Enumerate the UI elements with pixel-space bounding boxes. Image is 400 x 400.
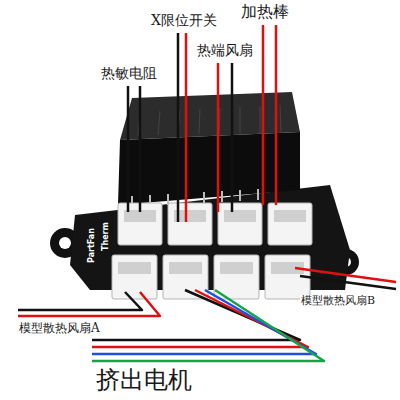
wire-label: 热端风扇 [196,42,254,58]
wire-black [92,290,300,340]
jst-slot [220,262,253,274]
wire-label: 热敏电阻 [100,65,158,81]
jst-connector [168,203,212,245]
jst-connector [112,255,157,299]
wire-black [139,86,142,212]
pin [257,189,259,200]
jst-slot [118,262,151,274]
wire-red [18,292,160,316]
wire-red [92,290,308,347]
header-rib [158,111,160,135]
pin [221,191,223,202]
wire-black [18,292,142,310]
wire-red [275,25,278,205]
wire-label: 模型散热风扇B [300,295,376,308]
jst-slot [169,262,202,274]
wire-red [262,25,265,205]
wire-red [295,268,396,282]
header-ribs [138,105,281,136]
jst-connector [268,203,312,245]
connector-slots-bottom [118,262,304,274]
header-rib [280,105,281,132]
wire-label: 加热棒 [240,3,290,21]
wires [18,25,396,361]
header-front [118,132,300,205]
jst-slot [274,210,306,222]
jst-connector [218,203,262,245]
header-rib [199,109,200,134]
pin [239,190,241,201]
silkscreen-text: PartFan [87,228,96,263]
wire-label: 挤出电机 [95,367,193,395]
wire-black [231,63,234,212]
wire-label: X限位开关 [150,12,218,28]
wire-green [92,290,324,361]
wire-label: 模型散热风扇A [18,322,101,336]
silkscreen-text: Therm [101,222,110,251]
mount-hole [59,237,71,249]
jst-slot [224,210,256,222]
wire-black [300,276,396,289]
wire-blue [92,290,316,354]
connector-row-top [118,203,312,245]
wire-red [217,63,220,212]
header-rib [240,107,241,133]
pin [203,192,205,203]
connector-slots-top [124,210,306,222]
wire-black [177,33,180,222]
wire-black [127,86,130,212]
header-top [120,92,300,140]
wire-red [185,33,188,222]
header-rib [260,106,261,133]
